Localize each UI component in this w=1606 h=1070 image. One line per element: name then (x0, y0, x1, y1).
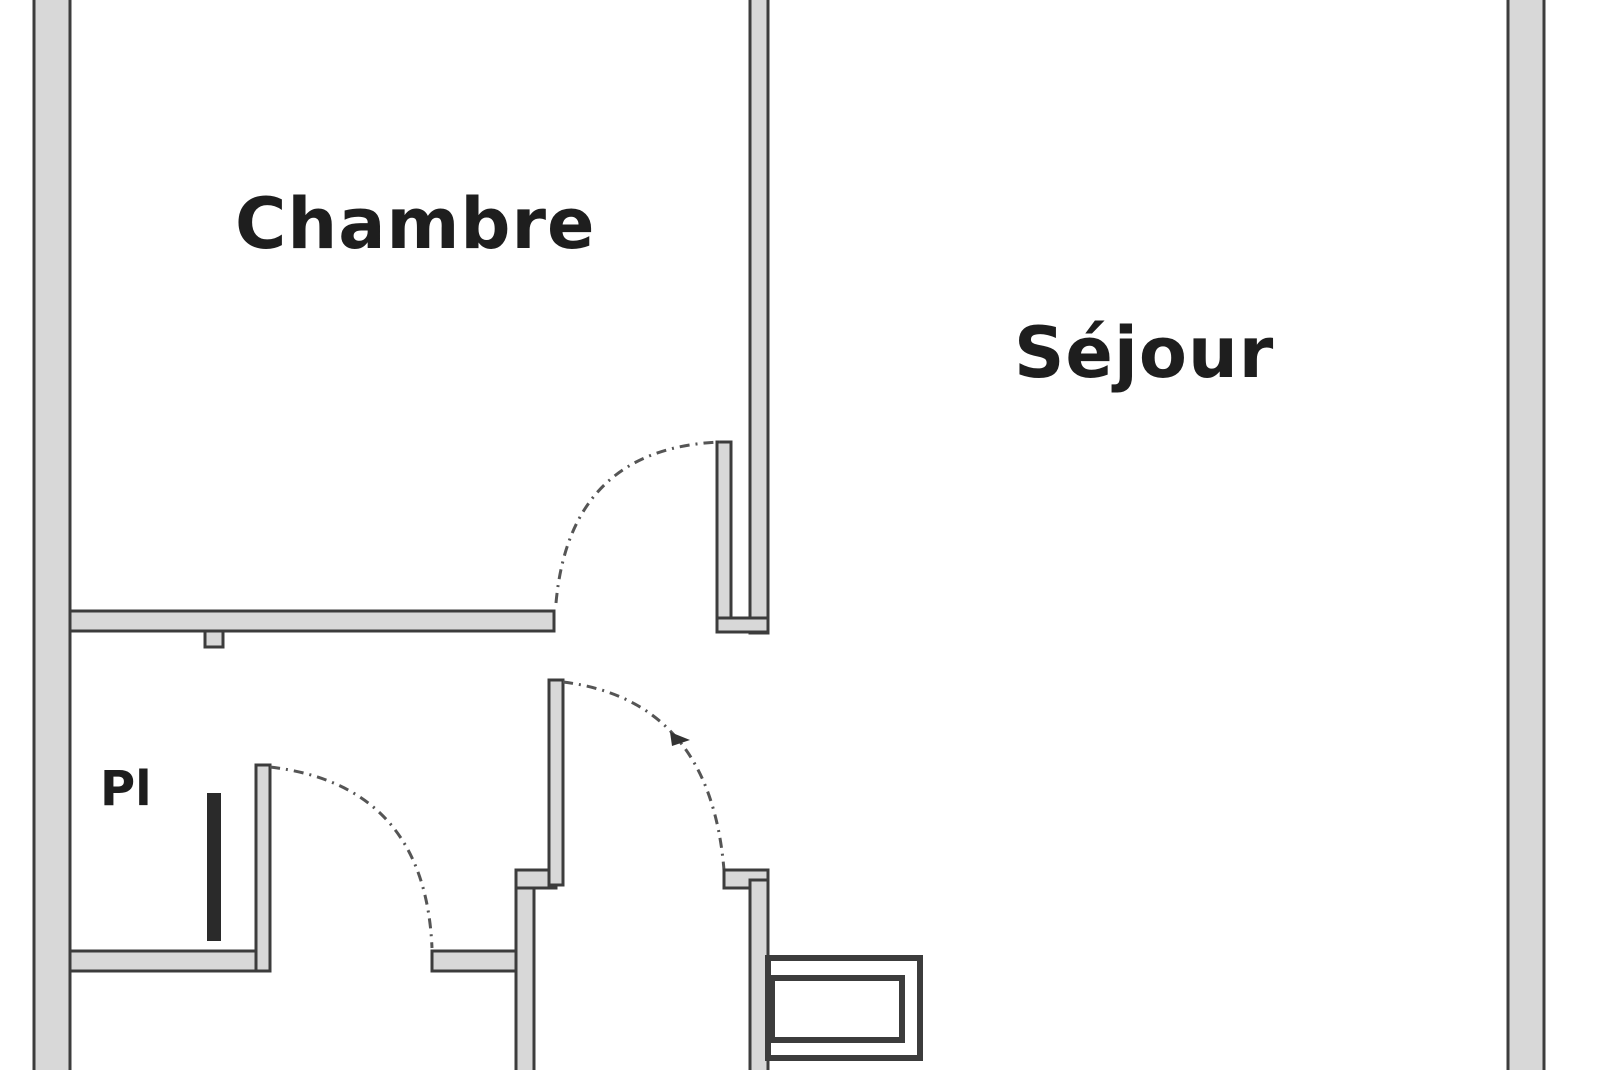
room-label-sejour: Séjour (1014, 312, 1274, 394)
corridor-wall-left-lower (514, 878, 536, 1070)
lower-wall-middle (430, 949, 522, 973)
chambre-bottom-wall (68, 609, 556, 633)
chambre-wall-notch (203, 629, 225, 649)
lower-door-jamb-left (254, 763, 272, 973)
duct-box (765, 955, 923, 1061)
room-label-chambre: Chambre (235, 183, 596, 265)
duct-box-inner (769, 975, 905, 1043)
partition-chambre-sejour (748, 0, 770, 635)
placard-divider (207, 793, 221, 941)
outer-wall-left (32, 0, 72, 1070)
door-jamb-chambre (715, 440, 733, 634)
lower-wall-left (68, 949, 266, 973)
corridor-wall-left-upper (547, 678, 565, 887)
chambre-door-swing (554, 440, 721, 604)
door-arrow-icon (670, 732, 690, 746)
outer-wall-right (1506, 0, 1546, 1070)
door-jamb-base (715, 616, 770, 634)
room-label-placard: Pl (100, 761, 152, 817)
corridor-door-swing (562, 680, 726, 871)
lower-left-door-swing (269, 765, 434, 949)
